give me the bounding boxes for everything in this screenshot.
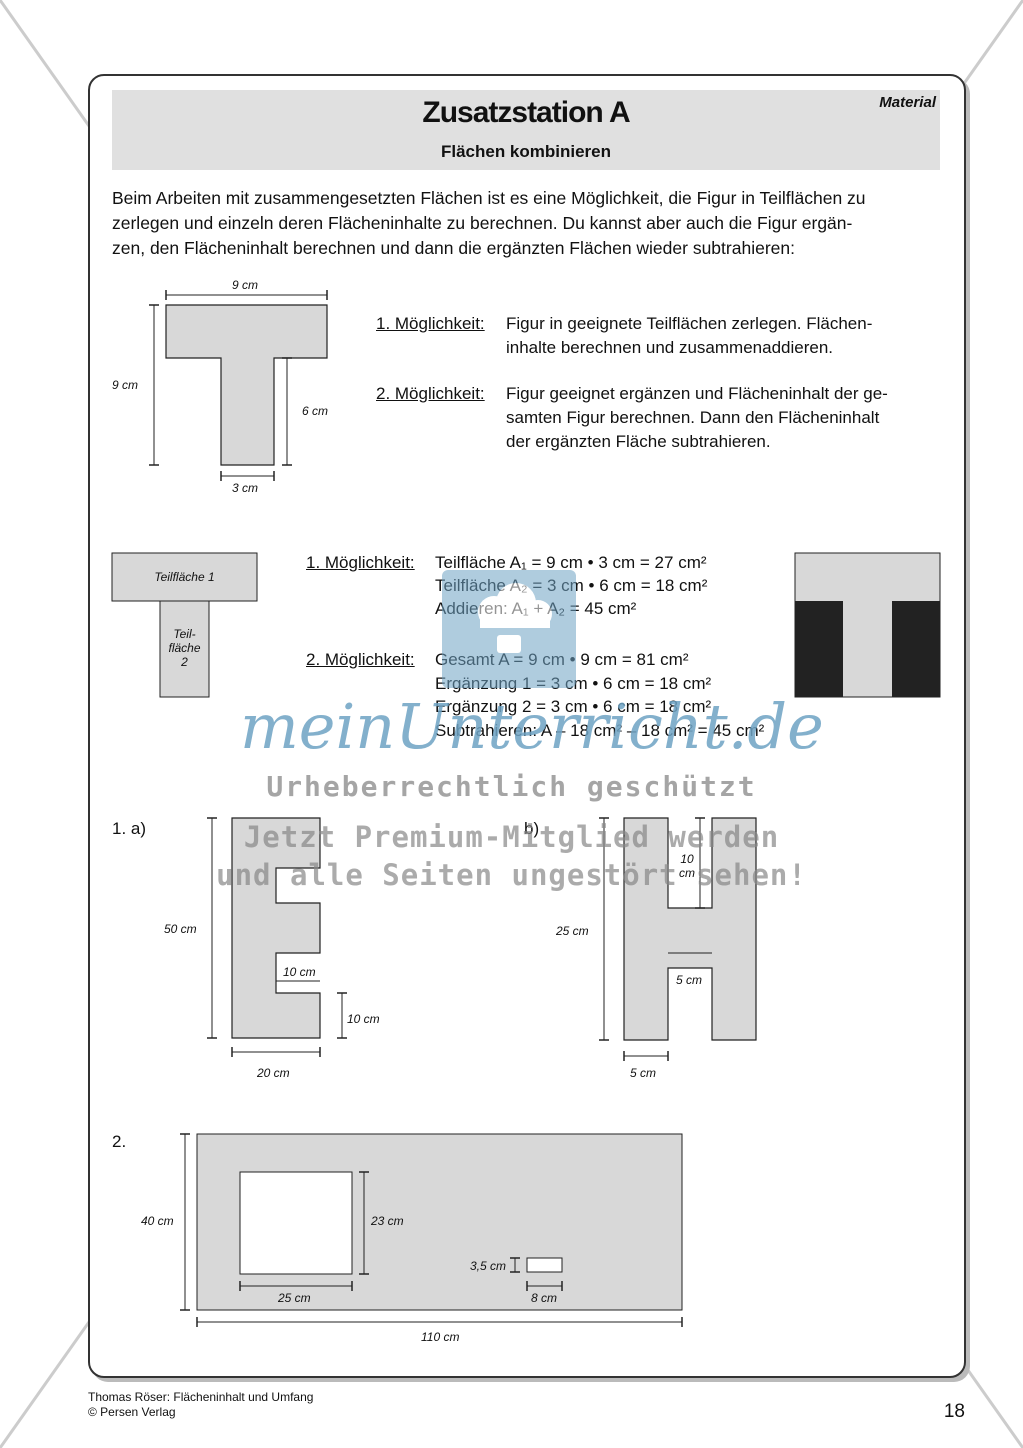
- small-width-label: 8 cm: [531, 1291, 558, 1305]
- material-tag: Material: [879, 94, 936, 111]
- part1-rect: [111, 552, 258, 602]
- small-height-label: 3,5 cm: [470, 1259, 507, 1273]
- part2-label: Teil- fläche 2: [168, 627, 201, 669]
- e-shape: [231, 817, 321, 1039]
- h-gap-label: 10 cm: [679, 852, 695, 880]
- t-height-label: 9 cm: [112, 378, 139, 392]
- footer: Thomas Röser: Flächeninhalt und Umfang ©…: [88, 1390, 314, 1419]
- watermark-logo: meinUnterricht.de: [240, 690, 824, 763]
- watermark-lines: Jetzt Premium-Mitglied werden und alle S…: [216, 820, 807, 892]
- plate-height-label: 40 cm: [141, 1214, 174, 1228]
- t-stem-width-label: 3 cm: [232, 481, 259, 495]
- t-shape: [165, 304, 328, 466]
- header-band: Zusatzstation A Material Flächen kombini…: [112, 90, 940, 170]
- task1-label: 1. a): [112, 819, 147, 838]
- page-title: Zusatzstation A: [422, 96, 630, 129]
- h-leg-label: 5 cm: [630, 1066, 657, 1080]
- e-height-label: 50 cm: [164, 922, 197, 936]
- intro-paragraph: Beim Arbeiten mit zusammengesetzten Fläc…: [112, 188, 866, 258]
- square-hole: [239, 1171, 353, 1275]
- method1: 1. Möglichkeit:: [376, 314, 485, 333]
- e-width-label: 20 cm: [257, 1066, 290, 1080]
- method2: 2. Möglichkeit:: [376, 384, 485, 403]
- t-stem-height-label: 6 cm: [302, 404, 329, 418]
- e-foot-label: 10 cm: [347, 1012, 380, 1026]
- example-m1-label: 1. Möglichkeit:: [306, 553, 415, 572]
- t-top-label: 9 cm: [232, 278, 259, 292]
- task1b-label: b): [524, 819, 540, 838]
- e-notch-label: 10 cm: [283, 965, 316, 979]
- square-width-label: 25 cm: [278, 1291, 311, 1305]
- h-bar-label: 5 cm: [676, 973, 703, 987]
- example-m2-label: 2. Möglichkeit:: [306, 650, 415, 669]
- h-height-label: 25 cm: [556, 924, 589, 938]
- part2-rect: [159, 600, 210, 698]
- method2-text: Figur geeignet ergänzen und Flächeninhal…: [506, 384, 888, 451]
- small-hole: [526, 1257, 563, 1273]
- task2-label: 2.: [112, 1132, 127, 1151]
- page-subtitle: Flächen kombinieren: [440, 142, 612, 161]
- plate-width-label: 110 cm: [421, 1330, 460, 1344]
- method1-text: Figur in geeignete Teilflächen zerlegen.…: [506, 314, 873, 357]
- h-shape: [623, 817, 757, 1041]
- watermark-line1: Urheberrechtlich geschützt: [266, 770, 757, 803]
- square-height-label: 23 cm: [371, 1214, 404, 1228]
- page-number: 18: [943, 1401, 965, 1422]
- part1-label: Teilfläche 1: [154, 570, 215, 584]
